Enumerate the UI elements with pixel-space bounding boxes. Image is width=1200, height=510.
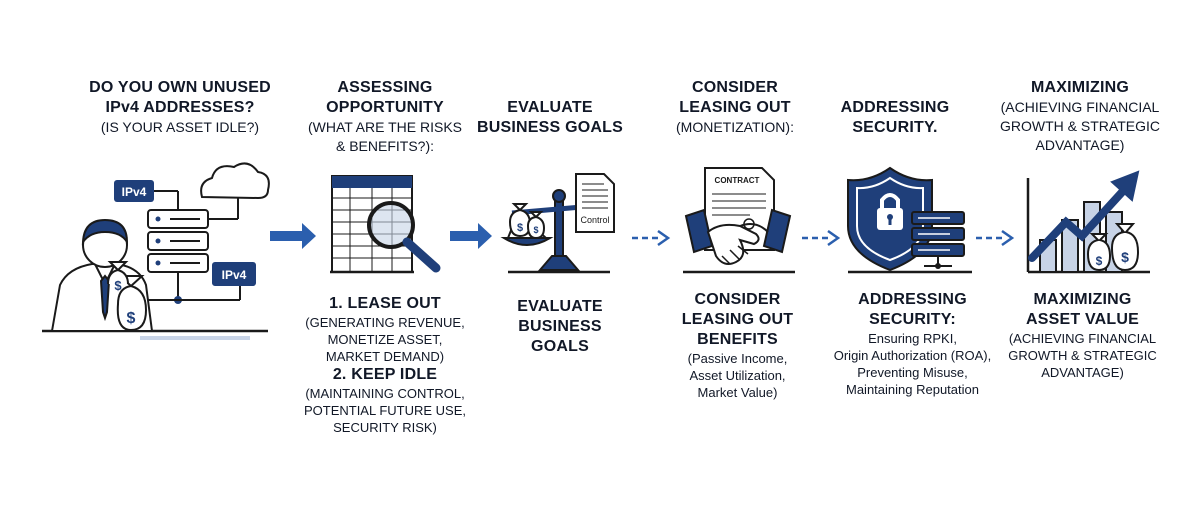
ipv4-tag: IPv4 <box>212 262 256 286</box>
contract-label: CONTRACT <box>715 176 760 185</box>
step-6-bottom-line: (ACHIEVING FINANCIAL <box>1008 331 1157 346</box>
step-4-bottom-line: Market Value) <box>697 385 778 400</box>
step-5-bottom: ADDRESSING SECURITY: Ensuring RPKI, Orig… <box>825 290 1000 398</box>
step-1-title-line: IPv4 ADDRESSES? <box>105 99 255 116</box>
step-1-title-line: DO YOU OWN UNUSED <box>89 79 271 96</box>
svg-text:$: $ <box>127 310 136 327</box>
ipv4-tag-label: IPv4 <box>222 268 247 282</box>
step-6-bottom-title-line: ASSET VALUE <box>1025 311 1140 328</box>
option-idle-line: SECURITY RISK) <box>333 420 437 435</box>
dashed-arrow-icon <box>802 229 841 247</box>
step-6-subtitle-line: (ACHIEVING FINANCIAL <box>1000 99 1160 115</box>
step-5-bottom-title-line: ADDRESSING <box>858 291 967 308</box>
step-4-title-line: LEASING OUT <box>679 99 791 116</box>
step-4-title: CONSIDER LEASING OUT (MONETIZATION): <box>645 78 825 137</box>
option-idle-line: POTENTIAL FUTURE USE, <box>303 403 467 418</box>
step-6-bottom-line: ADVANTAGE) <box>1041 365 1124 380</box>
step-5-bottom-line: Preventing Misuse, <box>857 365 968 380</box>
step-4-bottom-title-line: LEASING OUT <box>681 311 794 328</box>
step-5-bottom-title-line: SECURITY: <box>869 311 956 328</box>
solid-arrow-icon <box>270 223 316 249</box>
svg-text:$: $ <box>1096 254 1103 268</box>
step-4-subtitle-line: (MONETIZATION): <box>676 119 794 135</box>
option-lease-line: MONETIZE ASSET, <box>327 332 443 347</box>
step-5-title: ADDRESSING SECURITY. <box>815 98 975 138</box>
step-4-bottom-line: Asset Utilization, <box>689 368 786 383</box>
step-2-options: 1. LEASE OUT (GENERATING REVENUE, MONETI… <box>290 294 480 436</box>
svg-text:$: $ <box>517 222 523 234</box>
step-6-title: MAXIMIZING (ACHIEVING FINANCIAL GROWTH &… <box>985 78 1175 155</box>
step-5-bottom-line: Maintaining Reputation <box>846 382 979 397</box>
option-lease-heading: 1. LEASE OUT <box>329 295 441 312</box>
dashed-arrow-icon <box>632 229 671 247</box>
step-3-title: EVALUATE BUSINESS GOALS <box>460 98 640 138</box>
option-idle-line: (MAINTAINING CONTROL, <box>305 386 465 401</box>
step-6-subtitle-line: GROWTH & STRATEGIC <box>1000 118 1160 134</box>
step-2-subtitle-line: (WHAT ARE THE RISKS <box>307 119 463 135</box>
control-document-label: Control <box>580 215 609 225</box>
svg-text:$: $ <box>533 225 538 235</box>
contract-handshake-icon <box>683 167 795 274</box>
growth-chart-icon: $ $ <box>1026 170 1150 274</box>
solid-arrow-icon <box>450 223 492 249</box>
ipv4-tag: IPv4 <box>114 180 154 202</box>
step-5-bottom-line: Ensuring RPKI, <box>868 331 957 346</box>
step-6-bottom-title-line: MAXIMIZING <box>1033 291 1132 308</box>
step-4-bottom-line: (Passive Income, <box>687 351 788 366</box>
step-4-bottom-title-line: CONSIDER <box>694 291 781 308</box>
step-4-bottom-title-line: BENEFITS <box>697 331 778 348</box>
person-servers-icon: $ $ <box>42 162 270 340</box>
option-lease-line: MARKET DEMAND) <box>325 349 445 364</box>
step-4-bottom: CONSIDER LEASING OUT BENEFITS (Passive I… <box>655 290 820 401</box>
step-2-title-line: ASSESSING <box>337 79 433 96</box>
step-6-bottom: MAXIMIZING ASSET VALUE (ACHIEVING FINANC… <box>995 290 1170 381</box>
option-lease-line: (GENERATING REVENUE, <box>305 315 465 330</box>
step-6-subtitle-line: ADVANTAGE) <box>1035 137 1125 153</box>
step-4-title-line: CONSIDER <box>691 79 779 96</box>
step-3-bottom-title-line: GOALS <box>531 338 589 355</box>
shield-lock-icon <box>847 166 972 274</box>
ipv4-tag-label: IPv4 <box>122 185 147 199</box>
step-6-bottom-line: GROWTH & STRATEGIC <box>1008 348 1157 363</box>
step-1-subtitle-line: (IS YOUR ASSET IDLE?) <box>100 119 260 135</box>
step-3-title-line: BUSINESS GOALS <box>477 119 623 136</box>
step-2-title-line: OPPORTUNITY <box>326 99 444 116</box>
svg-text:$: $ <box>1121 249 1129 265</box>
step-5-title-line: SECURITY. <box>852 119 938 136</box>
svg-text:$: $ <box>114 278 122 293</box>
step-1-title: DO YOU OWN UNUSED IPv4 ADDRESSES? (IS YO… <box>75 78 285 137</box>
step-5-bottom-line: Origin Authorization (ROA), <box>833 348 992 363</box>
step-3-bottom-title-line: BUSINESS <box>518 318 602 335</box>
step-3-bottom-title-line: EVALUATE <box>517 298 603 315</box>
step-2-subtitle-line: & BENEFITS?): <box>335 138 435 154</box>
step-3-bottom: EVALUATE BUSINESS GOALS <box>480 297 640 357</box>
magnifier-spreadsheet-icon <box>330 175 441 274</box>
scale-icon: $ $ <box>500 173 615 274</box>
dashed-arrow-icon <box>976 229 1015 247</box>
step-2-title: ASSESSING OPPORTUNITY (WHAT ARE THE RISK… <box>280 78 490 156</box>
step-3-title-line: EVALUATE <box>507 99 593 116</box>
step-6-title-line: MAXIMIZING <box>1031 79 1129 96</box>
step-5-title-line: ADDRESSING <box>840 99 950 116</box>
option-idle-heading: 2. KEEP IDLE <box>332 366 438 383</box>
